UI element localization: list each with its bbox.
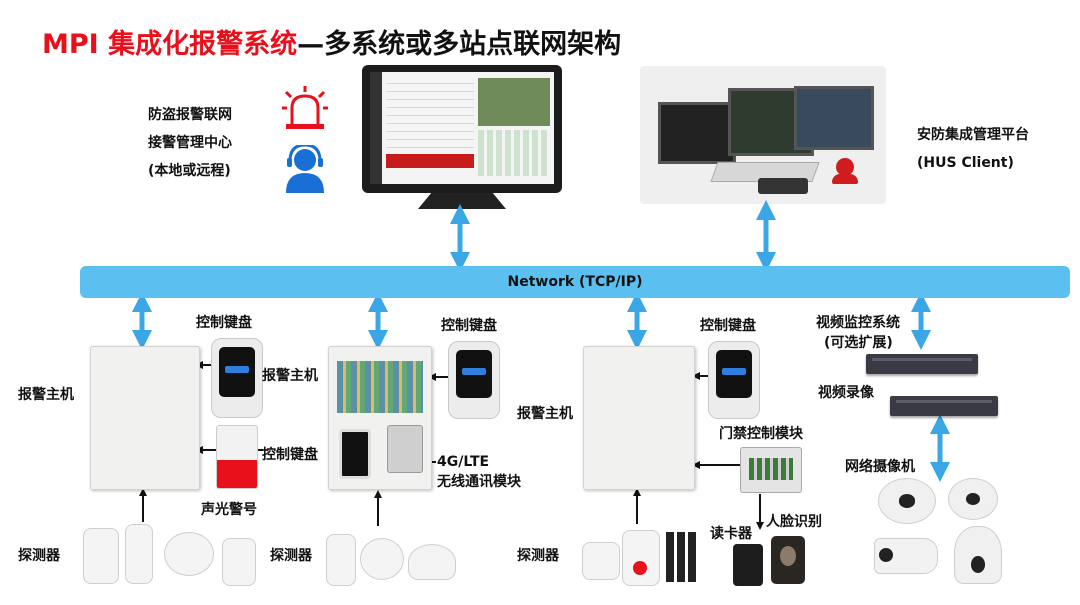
network-bar: Network (TCP/IP) — [80, 266, 1070, 298]
site3-keypad-label: 控制键盘 — [700, 318, 756, 334]
center-label-3: (本地或远程) — [148, 163, 231, 179]
site3-detectors-label: 探测器 — [517, 548, 559, 564]
site1-keypad-top-label: 控制键盘 — [196, 315, 252, 331]
operator-headset-icon — [286, 145, 324, 193]
site1-panel-label: 报警主机 — [18, 387, 74, 403]
site2-panel-label: 报警主机 — [262, 368, 318, 384]
site2-module-label-1: 4G/LTE — [437, 454, 490, 470]
site1-keypad — [211, 338, 263, 418]
title-rest: —多系统或多站点联网架构 — [297, 29, 622, 60]
hus-label-2: (HUS Client) — [917, 155, 1014, 171]
video-system-label-2: (可选扩展) — [824, 335, 893, 351]
ptz-camera-icon — [954, 526, 1002, 584]
access-control-module — [740, 447, 802, 493]
site2-keypad-label: 控制键盘 — [441, 318, 497, 334]
panic-button-icon — [622, 530, 660, 586]
video-cameras-label: 网络摄像机 — [845, 459, 915, 475]
site3-face-label: 人脸识别 — [766, 514, 822, 530]
alarm-light-icon — [282, 86, 328, 129]
site3-keypad — [708, 341, 760, 419]
dome-camera-icon — [878, 478, 936, 524]
center-label-1: 防盗报警联网 — [148, 107, 232, 123]
site3-reader-label: 读卡器 — [710, 526, 752, 542]
title-highlight: MPI 集成化报警系统 — [42, 29, 298, 60]
site2-module-label-2: 无线通讯模块 — [437, 474, 521, 490]
ceiling-detector-icon — [408, 544, 456, 580]
video-system-label-1: 视频监控系统 — [816, 315, 900, 331]
hus-label-1: 安防集成管理平台 — [917, 127, 1029, 143]
site3-alarm-panel — [583, 346, 695, 490]
bullet-camera-icon — [874, 538, 938, 574]
face-recognition-icon — [771, 536, 805, 584]
glass-break-detector-icon — [222, 538, 256, 586]
beam-detector-icon — [666, 532, 696, 582]
site1-siren-label: 声光警号 — [201, 502, 257, 518]
site1-detectors-label: 探测器 — [18, 548, 60, 564]
site2-keypad — [448, 341, 500, 419]
page-title: MPI 集成化报警系统—多系统或多站点联网架构 — [42, 22, 621, 61]
card-reader-icon — [733, 544, 763, 586]
smoke-detector-icon — [164, 532, 214, 576]
site2-panel-board — [328, 346, 432, 490]
network-label: Network (TCP/IP) — [507, 274, 643, 290]
video-recorder-label: 视频录像 — [818, 385, 874, 401]
fisheye-camera-icon — [948, 478, 998, 520]
center-label-2: 接警管理中心 — [148, 135, 232, 151]
monitor-screen — [370, 72, 554, 184]
door-contact-icon — [582, 542, 620, 580]
site3-panel-label: 报警主机 — [517, 406, 573, 422]
siren-icon — [216, 425, 258, 489]
video-system-unit — [866, 354, 978, 374]
pir-detector-icon — [83, 528, 119, 584]
site1-keypad-side-label: 控制键盘 — [262, 447, 318, 463]
curtain-detector-icon — [326, 534, 356, 586]
video-recorder-unit — [890, 396, 998, 416]
site3-access-label: 门禁控制模块 — [719, 426, 803, 442]
hus-workstation — [640, 66, 886, 204]
monitor-stand — [418, 193, 506, 209]
site1-alarm-panel — [90, 346, 200, 490]
site2-detectors-label: 探测器 — [270, 548, 312, 564]
heat-detector-icon — [360, 538, 404, 580]
monitor — [362, 65, 562, 193]
pet-detector-icon — [125, 524, 153, 584]
